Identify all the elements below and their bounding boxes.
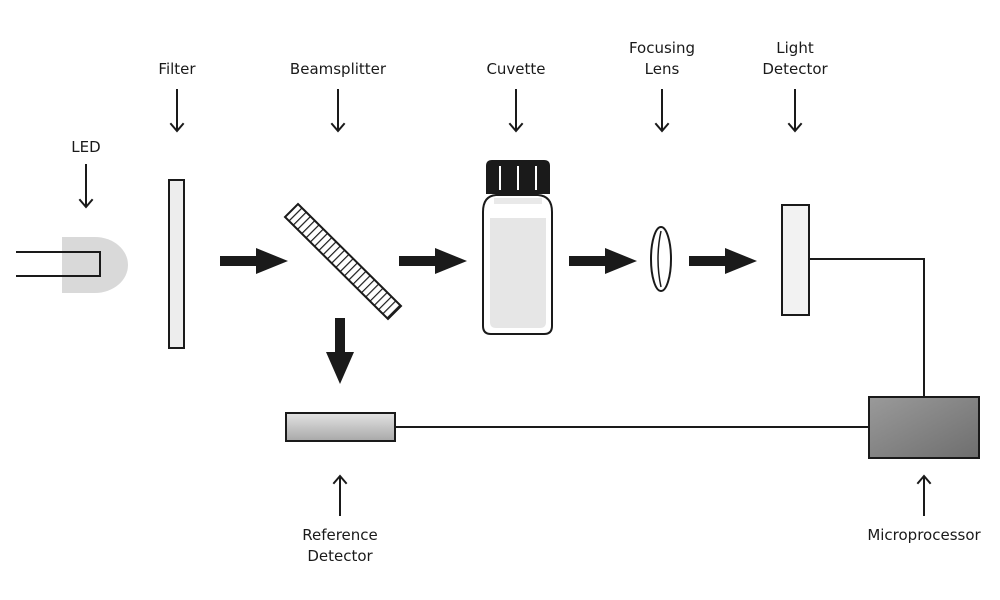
- pointer-arrow-cuvette: [508, 89, 524, 133]
- pointer-arrow-filter: [169, 89, 185, 133]
- light-detector-label-line1: Light: [776, 39, 814, 57]
- focusing-lens-label-line1: Focusing: [629, 39, 695, 57]
- beam-arrow-2: [399, 248, 467, 274]
- focusing-lens-label-line2: Lens: [645, 60, 680, 78]
- microprocessor-label: Microprocessor: [867, 526, 981, 544]
- reference-detector-label-line1: Reference: [302, 526, 378, 544]
- light-detector-label-line2: Detector: [762, 60, 828, 78]
- pointer-arrow-beamsplitter: [330, 89, 346, 133]
- filter-component: [168, 179, 185, 349]
- wire-light-detector-to-microprocessor: [809, 258, 925, 397]
- pointer-arrow-microprocessor: [916, 474, 932, 516]
- cuvette-component: [482, 160, 553, 335]
- reference-detector-label-line2: Detector: [307, 547, 373, 565]
- pointer-arrow-led: [78, 164, 94, 209]
- filter-label: Filter: [158, 60, 196, 78]
- beamsplitter-component: [283, 202, 403, 321]
- beam-arrow-4: [689, 248, 757, 274]
- microprocessor-component: [868, 396, 980, 459]
- led-label: LED: [71, 138, 100, 156]
- focusing-lens-component: [650, 226, 672, 292]
- pointer-arrow-focusing-lens: [654, 89, 670, 133]
- light-detector-component: [781, 204, 810, 316]
- pointer-arrow-reference-detector: [332, 474, 348, 516]
- beam-arrow-1: [220, 248, 288, 274]
- pointer-arrow-light-detector: [787, 89, 803, 133]
- beam-arrow-down: [326, 318, 354, 384]
- beamsplitter-label: Beamsplitter: [290, 60, 387, 78]
- reference-detector-component: [285, 412, 396, 442]
- cuvette-label: Cuvette: [486, 60, 545, 78]
- beam-arrow-3: [569, 248, 637, 274]
- led-component: [16, 237, 128, 293]
